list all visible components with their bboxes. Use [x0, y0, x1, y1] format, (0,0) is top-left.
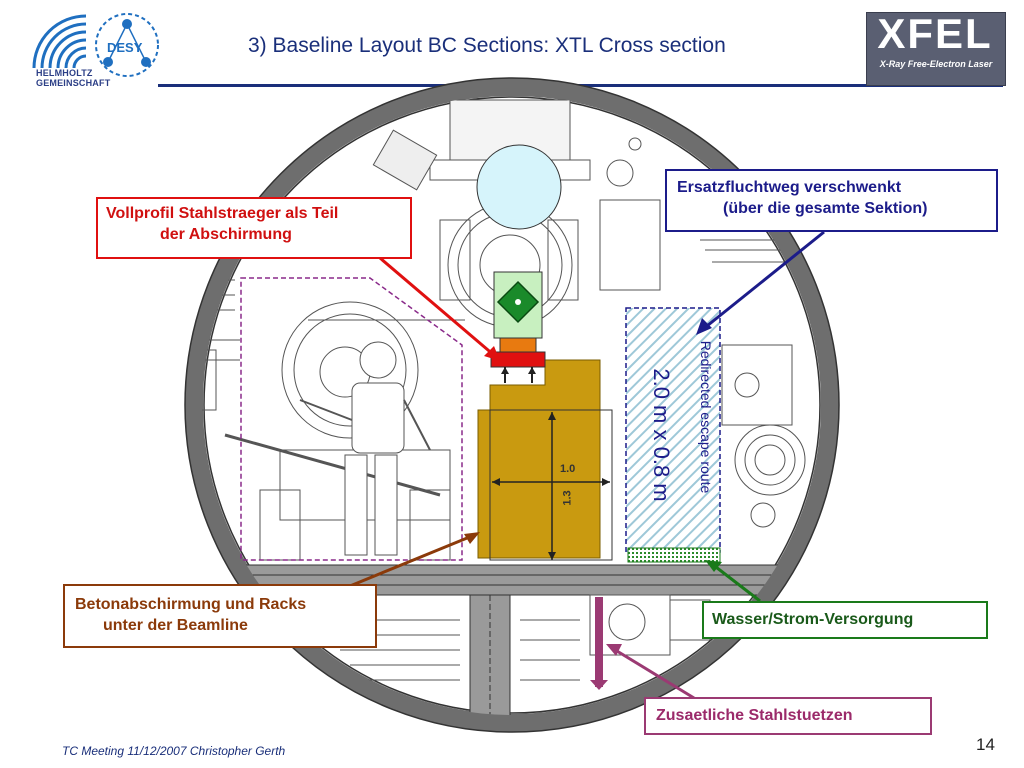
- desy-logo-icon: [95, 13, 159, 77]
- callout-water-power: Wasser/Strom-Versorgung: [702, 601, 988, 639]
- water-power-supply: [627, 547, 721, 563]
- page-title: 3) Baseline Layout BC Sections: XTL Cros…: [248, 34, 726, 57]
- callout-steel-supports: Zusaetliche Stahlstuetzen: [644, 697, 932, 735]
- xfel-logo: [866, 12, 1006, 86]
- callout-escape-route: Ersatzfluchtweg verschwenkt (über die ge…: [665, 169, 998, 232]
- tunnel-wall: [185, 78, 839, 732]
- dimension-height-label: 1.3: [561, 490, 574, 506]
- dimension-width-label: 1.0: [560, 463, 576, 475]
- desy-logo-text: DESY: [107, 40, 143, 55]
- concrete-shielding: [477, 359, 601, 559]
- helmholtz-logo-icon: [32, 14, 87, 69]
- footer-note: TC Meeting 11/12/2007 Christopher Gerth: [62, 744, 286, 758]
- callout-concrete-shielding: Betonabschirmung und Racks unter der Bea…: [63, 584, 377, 648]
- escape-route-label: Redirected escape route: [698, 340, 714, 494]
- page-number: 14: [976, 735, 995, 754]
- steel-beam: [490, 351, 546, 368]
- escape-route-area: [625, 307, 721, 553]
- callout-steel-beam: Vollprofil Stahlstraeger als Teil der Ab…: [96, 197, 412, 259]
- escape-route-size: 2.0 m x 0.8 m: [649, 368, 674, 502]
- helmholtz-logo-text: HELMHOLTZ GEMEINSCHAFT: [36, 68, 111, 88]
- xfel-logo-word: XFEL: [877, 10, 993, 57]
- accelerator-room-outline: [240, 277, 463, 561]
- steel-support: [595, 597, 603, 687]
- beam-pipe-circle: [476, 144, 562, 230]
- xfel-logo-subtitle: X-Ray Free-Electron Laser: [879, 59, 993, 69]
